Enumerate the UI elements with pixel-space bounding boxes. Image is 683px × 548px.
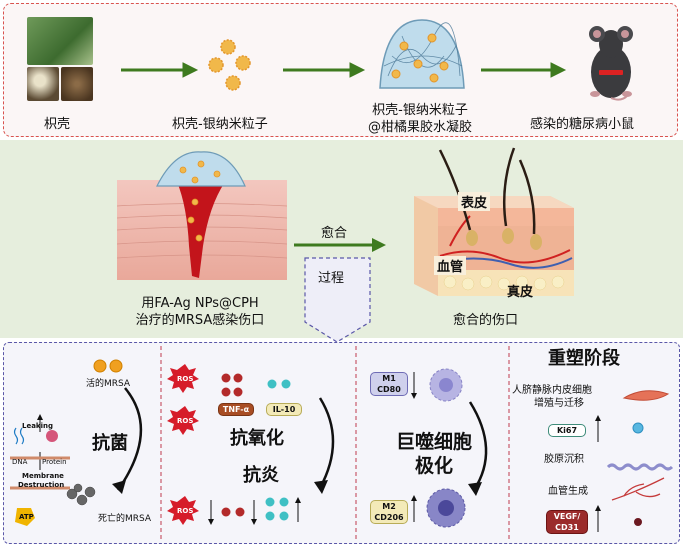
remodel-title: 重塑阶段 — [548, 348, 620, 369]
process-label: 过程 — [318, 271, 345, 286]
mouse-icon — [589, 26, 633, 101]
healing-label: 愈合 — [321, 226, 348, 241]
fructus-slice-photo-1 — [27, 67, 59, 101]
nanoparticles-icon — [208, 39, 251, 91]
vegf-badge: VEGF/ CD31 — [546, 510, 588, 534]
m2-badge: M2 CD206 — [370, 500, 408, 524]
hydrogel-label: 枳壳-银纳米粒子 @柑橘果胶水凝胶 — [340, 102, 500, 136]
cd206-label: CD206 — [374, 513, 404, 522]
nanoparticles-label: 枳壳-银纳米粒子 — [172, 117, 268, 132]
membrane-label-line2: Destruction — [18, 481, 65, 489]
ros-label-2: ROS — [177, 417, 194, 425]
antibacterial-title: 抗菌 — [92, 433, 128, 454]
fructus-label: 枳壳 — [44, 117, 71, 132]
hydrogel-icon — [379, 19, 465, 89]
ros-label-3: ROS — [177, 507, 194, 515]
dna-label: DNA — [12, 458, 28, 466]
il10-badge: IL-10 — [266, 403, 302, 416]
antioxidant-title: 抗氧化 — [230, 428, 284, 449]
m1-label: M1 — [382, 374, 396, 383]
mouse-label: 感染的糖尿病小鼠 — [530, 117, 635, 132]
hydrogel-label-line1: 枳壳-银纳米粒子 — [372, 103, 468, 118]
ros-label-1: ROS — [177, 375, 194, 383]
macrophage-title-line2: 极化 — [414, 455, 453, 477]
protein-label: Protein — [42, 458, 67, 466]
huvec-label: 人脐静脉内皮细胞 增殖与迁移 — [512, 384, 592, 410]
wound-caption: 用FA-Ag NPs@CPH 治疗的MRSA感染伤口 — [90, 295, 310, 329]
wound-caption-line1: 用FA-Ag NPs@CPH — [141, 296, 259, 311]
skin-dermis-label: 真皮 — [507, 285, 534, 300]
macrophage-title-line1: 巨噬细胞 — [395, 431, 472, 453]
fructus-slice-photo-2 — [61, 67, 93, 101]
skin-vessel-label: 血管 — [434, 256, 467, 275]
huvec-label-line2: 增殖与迁移 — [534, 398, 584, 409]
top-arrows — [121, 62, 567, 78]
collagen-label: 胶原沉积 — [544, 454, 584, 465]
wound-caption-line2: 治疗的MRSA感染伤口 — [135, 313, 265, 328]
m2-label: M2 — [382, 502, 396, 511]
huvec-label-line1: 人脐静脉内皮细胞 — [512, 385, 592, 396]
healed-caption: 愈合的伤口 — [453, 313, 519, 328]
wound-illustration — [117, 151, 287, 280]
cd80-label: CD80 — [377, 385, 401, 394]
healing-arrow — [294, 238, 386, 252]
m1-badge: M1 CD80 — [370, 372, 408, 396]
atp-label: ATP — [19, 513, 34, 521]
live-mrsa-label: 活的MRSA — [86, 379, 131, 389]
vegf-label: VEGF/ — [553, 512, 581, 521]
dead-mrsa-label: 死亡的MRSA — [98, 514, 152, 524]
tnf-badge: TNF-α — [218, 403, 254, 416]
fructus-leaf-photo — [27, 17, 93, 65]
skin-epidermis-label: 表皮 — [458, 192, 491, 211]
macrophage-title: 巨噬细胞 极化 — [384, 430, 484, 478]
antiinflammatory-title: 抗炎 — [243, 465, 279, 486]
cd31-label: CD31 — [555, 523, 579, 532]
ki67-badge: Ki67 — [548, 424, 586, 437]
leaking-label: Leaking — [22, 422, 53, 430]
membrane-label-line1: Membrane — [22, 472, 64, 480]
angiogenesis-label: 血管生成 — [548, 486, 588, 497]
hydrogel-label-line2: @柑橘果胶水凝胶 — [367, 120, 472, 135]
